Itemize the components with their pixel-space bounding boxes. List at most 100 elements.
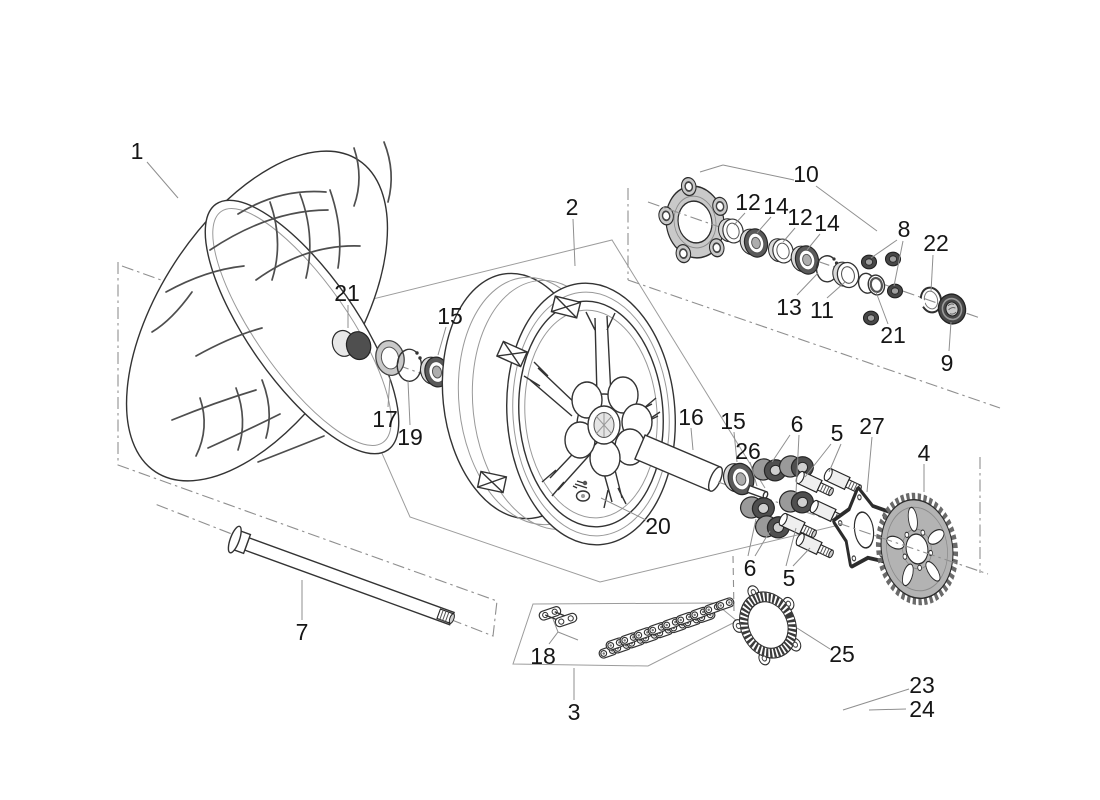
callout-10-leader: [815, 185, 878, 232]
callout-5-leader: [804, 443, 832, 478]
callout-12-label-14: 12: [787, 204, 813, 230]
callout-16-leader: [690, 427, 694, 451]
drive-chain-kit: [538, 596, 736, 660]
spacer-pin: [746, 484, 769, 500]
callout-15-label-18: 15: [437, 303, 463, 329]
hub-carrier-flange: [658, 176, 728, 264]
abs-ring-alignment-line: [732, 555, 735, 613]
sprocket-carrier-flange: [832, 486, 893, 569]
callout-26-label-31: 26: [735, 438, 761, 464]
callout-13-label-15: 13: [776, 294, 802, 320]
callout-6-leader: [771, 434, 791, 463]
callout-18-leader: [552, 618, 559, 633]
abs-ring-tab-holes: [735, 589, 799, 662]
seal-washer: [375, 339, 405, 377]
callout-24-label-29: 24: [909, 696, 935, 722]
callout-6-label-7: 6: [744, 555, 757, 581]
hub-bearing-assembly: [647, 176, 981, 326]
callout-25-leader: [796, 627, 831, 650]
callout-9-leader: [948, 321, 952, 352]
callout-27-leader: [866, 436, 873, 493]
snap-ring-end: [415, 351, 419, 355]
callout-22-label-27: 22: [923, 230, 949, 256]
callout-14-leader: [806, 233, 821, 251]
callout-18-label-22: 18: [530, 643, 556, 669]
left-spacer-group: [331, 329, 453, 391]
callout-20-label-24: 20: [645, 513, 671, 539]
spacer-tube: [634, 434, 724, 492]
callout-16-label-20: 16: [678, 404, 704, 430]
callout-5-label-5: 5: [783, 565, 796, 591]
callout-22-leader: [930, 254, 934, 293]
callout-15-label-19: 15: [720, 408, 746, 434]
callout-11-label-12: 11: [810, 297, 834, 323]
callout-18-leader: [548, 631, 559, 645]
sprocket-axis-centerline-front: [837, 522, 989, 575]
hub-seal-ring: [829, 258, 862, 292]
callout-14-label-16: 14: [763, 193, 789, 219]
callout-5-leader: [785, 527, 797, 567]
hub-zone-bottom-edge: [627, 279, 1001, 409]
callout-27-label-32: 27: [859, 413, 885, 439]
callout-13-leader: [796, 272, 819, 296]
lock-nut: [862, 310, 880, 326]
callout-10-leader: [699, 164, 724, 173]
callout-3-label-2: 3: [568, 699, 581, 725]
wheel-spacer-left: [331, 329, 372, 361]
callouts-layer: 1234556678910111212131414151516171819202…: [131, 138, 954, 725]
callout-21-label-25: 21: [334, 280, 360, 306]
callout-10-label-11: 10: [793, 161, 819, 187]
rear-sprocket: [875, 492, 959, 606]
callout-19-leader: [407, 380, 411, 426]
callout-25-label-30: 25: [829, 641, 855, 667]
lock-nut: [886, 283, 904, 299]
callout-1-label-0: 1: [131, 138, 144, 164]
callout-17-leader: [387, 376, 391, 408]
callout-23-label-28: 23: [909, 672, 935, 698]
final-drive-group: [634, 434, 989, 666]
callout-1-leader: [146, 161, 179, 199]
tire: [125, 141, 400, 482]
callout-15-leader: [733, 431, 738, 463]
callout-18-leader: [557, 631, 579, 641]
callout-8-leader: [893, 240, 904, 287]
callout-5-leader: [792, 547, 811, 567]
callout-5-leader: [828, 443, 842, 473]
hub-circlip-end: [832, 257, 836, 261]
rim-tabs: [476, 295, 582, 494]
callout-14-label-17: 14: [814, 210, 840, 236]
callout-21-leader: [875, 291, 889, 325]
callout-8-label-9: 8: [898, 216, 911, 242]
callout-26-leader: [749, 461, 758, 487]
callout-20-leader: [600, 497, 647, 521]
axle-nut: [937, 293, 967, 325]
callout-24-leader: [868, 708, 907, 711]
wheel-axle: [227, 525, 455, 626]
wheel-spokes: [523, 311, 661, 509]
callout-5-label-4: 5: [831, 420, 844, 446]
callout-8-leader: [870, 239, 898, 259]
callout-2-label-1: 2: [566, 194, 579, 220]
callout-14-leader: [756, 216, 772, 234]
callout-15-leader: [437, 326, 447, 356]
sprocket-axis-centerline: [717, 481, 839, 524]
callout-2-leader: [572, 218, 576, 267]
snap-ring-end: [418, 356, 422, 360]
callout-12-label-13: 12: [735, 189, 761, 215]
tire-tread-pattern: [151, 141, 393, 463]
rear-wheel-rim: [441, 272, 676, 546]
chain-zone-outline: [512, 602, 738, 667]
chain-master-link: [538, 606, 578, 628]
callout-23-leader: [842, 688, 910, 711]
drive-chain: [597, 596, 736, 660]
callout-12-leader: [733, 212, 746, 226]
callout-10-leader: [722, 164, 795, 181]
callout-17-label-21: 17: [372, 406, 398, 432]
hub-spacer-bush: [857, 272, 886, 296]
callout-11-leader: [826, 281, 846, 299]
lock-nut: [860, 254, 878, 270]
callout-9-label-10: 9: [941, 350, 954, 376]
abs-sensor-ring: [732, 585, 802, 666]
